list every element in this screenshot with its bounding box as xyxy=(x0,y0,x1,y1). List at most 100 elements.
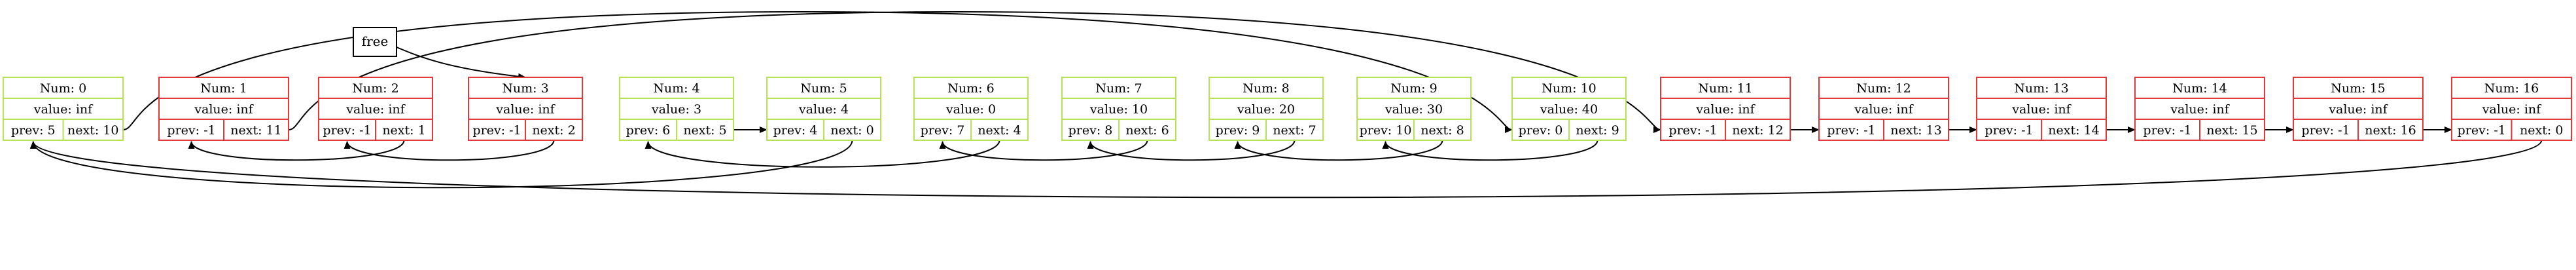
node-next: next: 14 xyxy=(2048,123,2099,138)
list-node: Num: 6 value: 0 prev: 7 next: 4 xyxy=(913,77,1029,141)
node-frame xyxy=(1818,77,1949,141)
node-num: Num: 4 xyxy=(653,81,699,96)
next-pointer-edge xyxy=(1382,140,1598,161)
list-node: Num: 9 value: 30 prev: 10 next: 8 xyxy=(1356,77,1472,141)
node-num: Num: 15 xyxy=(2331,81,2386,96)
node-value: value: 10 xyxy=(1089,102,1148,117)
node-value: value: 30 xyxy=(1385,102,1443,117)
node-prev: prev: -1 xyxy=(2143,123,2191,138)
node-next: next: 5 xyxy=(683,123,726,138)
next-pointer-edge xyxy=(1234,140,1443,161)
node-next: next: 1 xyxy=(382,123,425,138)
node-num: Num: 5 xyxy=(800,81,847,96)
free-pointer-edge xyxy=(396,47,526,80)
node-prev: prev: 0 xyxy=(1519,123,1563,138)
node-value: value: inf xyxy=(345,102,406,117)
node-prev: prev: 6 xyxy=(626,123,671,138)
node-num: Num: 14 xyxy=(2172,81,2227,96)
node-num: Num: 7 xyxy=(1095,81,1142,96)
node-value: value: inf xyxy=(2328,102,2388,117)
node-prev: prev: -1 xyxy=(2301,123,2350,138)
node-value: value: 3 xyxy=(651,102,701,117)
node-prev: prev: 7 xyxy=(921,123,965,138)
list-node: Num: 15 value: inf prev: -1 next: 16 xyxy=(2293,77,2424,141)
list-node: Num: 2 value: inf prev: -1 next: 1 xyxy=(318,77,433,141)
node-value: value: inf xyxy=(2011,102,2072,117)
node-num: Num: 16 xyxy=(2484,81,2539,96)
node-next: next: 10 xyxy=(67,123,118,138)
node-value: value: 0 xyxy=(945,102,996,117)
node-value: value: inf xyxy=(1695,102,1756,117)
node-next: next: 12 xyxy=(1732,123,1783,138)
node-next: next: 11 xyxy=(230,123,281,138)
node-value: value: inf xyxy=(2482,102,2542,117)
node-next: next: 2 xyxy=(532,123,575,138)
list-node: Num: 1 value: inf prev: -1 next: 11 xyxy=(158,77,289,141)
node-value: value: 20 xyxy=(1237,102,1295,117)
node-prev: prev: 8 xyxy=(1068,123,1113,138)
node-num: Num: 1 xyxy=(200,81,247,96)
node-next: next: 16 xyxy=(2365,123,2416,138)
node-num: Num: 2 xyxy=(352,81,398,96)
node-value: value: 4 xyxy=(798,102,849,117)
node-num: Num: 0 xyxy=(40,81,86,96)
list-node: Num: 10 value: 40 prev: 0 next: 9 xyxy=(1511,77,1627,141)
node-num: Num: 10 xyxy=(1542,81,1597,96)
list-node: Num: 4 value: 3 prev: 6 next: 5 xyxy=(619,77,734,141)
node-next: next: 9 xyxy=(1576,123,1619,138)
node-next: next: 0 xyxy=(2520,123,2563,138)
list-node: Num: 5 value: 4 prev: 4 next: 0 xyxy=(766,77,881,141)
node-value: value: inf xyxy=(194,102,254,117)
next-pointer-edge xyxy=(122,10,1513,133)
node-value: value: 40 xyxy=(1540,102,1598,117)
node-next: next: 13 xyxy=(1890,123,1941,138)
next-pointer-edge xyxy=(644,140,1000,168)
node-prev: prev: 10 xyxy=(1360,123,1412,138)
list-node: Num: 0 value: inf prev: 5 next: 10 xyxy=(3,77,124,141)
list-node: Num: 16 value: inf prev: -1 next: 0 xyxy=(2451,77,2572,141)
node-prev: prev: -1 xyxy=(1985,123,2033,138)
node-prev: prev: 9 xyxy=(1216,123,1260,138)
node-value: value: inf xyxy=(1854,102,1914,117)
node-prev: prev: -1 xyxy=(323,123,371,138)
node-num: Num: 11 xyxy=(1698,81,1753,96)
list-node: Num: 14 value: inf prev: -1 next: 15 xyxy=(2134,77,2265,141)
list-node: Num: 8 value: 20 prev: 9 next: 7 xyxy=(1209,77,1324,141)
list-node: Num: 7 value: 10 prev: 8 next: 6 xyxy=(1061,77,1176,141)
node-next: next: 15 xyxy=(2206,123,2257,138)
node-next: next: 8 xyxy=(1420,123,1464,138)
node-num: Num: 12 xyxy=(1856,81,1911,96)
node-prev: prev: -1 xyxy=(2458,123,2506,138)
node-num: Num: 3 xyxy=(502,81,548,96)
free-pointer-label: free xyxy=(362,33,389,49)
node-value: value: inf xyxy=(33,102,94,117)
next-pointer-edge xyxy=(29,140,853,189)
next-pointer-edge xyxy=(939,140,1148,161)
node-num: Num: 9 xyxy=(1390,81,1437,96)
node-num: Num: 6 xyxy=(947,81,994,96)
node-num: Num: 13 xyxy=(2014,81,2069,96)
node-prev: prev: 4 xyxy=(773,123,818,138)
next-pointer-edge xyxy=(30,140,2543,199)
node-prev: prev: -1 xyxy=(167,123,215,138)
free-pointer-box: free xyxy=(353,27,397,57)
next-pointer-edge xyxy=(188,140,405,161)
node-next: next: 7 xyxy=(1273,123,1316,138)
next-pointer-edge xyxy=(344,140,555,161)
node-value: value: inf xyxy=(2170,102,2230,117)
node-next: next: 4 xyxy=(978,123,1021,138)
node-prev: prev: -1 xyxy=(1668,123,1717,138)
node-next: next: 0 xyxy=(830,123,873,138)
list-node: Num: 11 value: inf prev: -1 next: 12 xyxy=(1660,77,1791,141)
node-prev: prev: -1 xyxy=(472,123,521,138)
node-num: Num: 8 xyxy=(1243,81,1289,96)
list-node: Num: 13 value: inf prev: -1 next: 14 xyxy=(1976,77,2107,141)
free-pointer-frame xyxy=(353,27,397,57)
node-next: next: 6 xyxy=(1125,123,1169,138)
node-prev: prev: 5 xyxy=(11,123,56,138)
next-pointer-edge xyxy=(1087,140,1296,161)
nodes-layer: Num: 0 value: inf prev: 5 next: 10 Num: 1 val… xyxy=(3,77,2572,141)
